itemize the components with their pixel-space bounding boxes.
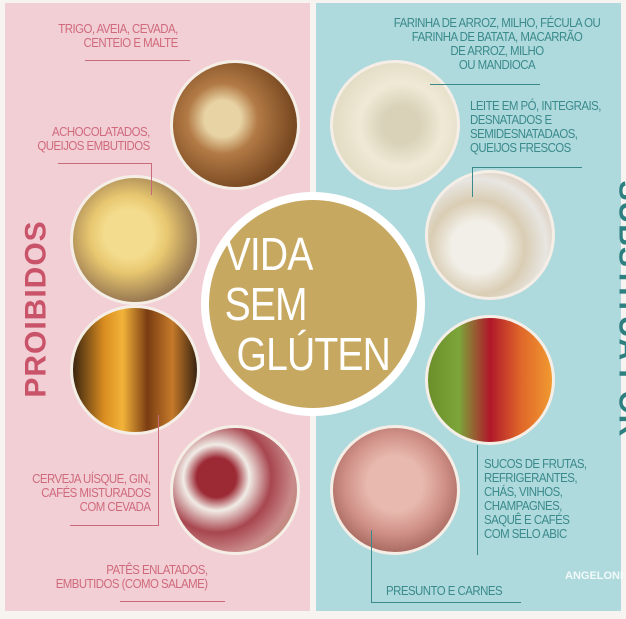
forbidden-heading: PROIBIDOS <box>19 220 53 398</box>
rice-noodles-image <box>330 60 460 190</box>
leader-line <box>371 602 521 603</box>
forbidden-label-dairy: ACHOCOLATADOS, QUEIJOS EMBUTIDOS <box>37 124 151 153</box>
leader-line <box>472 167 582 168</box>
leader-line <box>70 525 159 526</box>
leader-line <box>151 163 152 195</box>
milk-powder-image <box>425 170 555 300</box>
substitute-label-drinks: SUCOS DE FRUTAS, REFRIGERANTES, CHÁS, VI… <box>484 456 587 541</box>
substitute-heading: SUBSTITUA POR <box>612 180 626 438</box>
substitute-label-meats: PRESUNTO E CARNES <box>386 583 503 598</box>
leader-line <box>120 601 225 602</box>
substitute-label-flours: FARINHA DE ARROZ, MILHO, FÉCULA OU FARIN… <box>393 15 601 72</box>
juices-image <box>425 315 555 445</box>
beer-image <box>70 305 200 435</box>
title-line-2: GLÚTEN <box>236 328 390 380</box>
leader-line <box>158 415 159 525</box>
forbidden-label-drinks: CERVEJA UÍSQUE, GIN, CAFÉS MISTURADOS CO… <box>31 471 151 514</box>
forbidden-label-processed: PATÊS ENLATADOS, EMBUTIDOS (COMO SALAME) <box>56 562 208 591</box>
title-badge: VIDA SEM GLÚTEN <box>201 192 425 416</box>
leader-line <box>477 445 478 555</box>
salami-image <box>170 425 300 555</box>
forbidden-label-grains: TRIGO, AVEIA, CEVADA, CENTEIO E MALTE <box>58 21 179 50</box>
cheese-image <box>70 175 200 305</box>
substitute-label-milk: LEITE EM PÓ, INTEGRAIS, DESNATADOS E SEM… <box>470 98 601 155</box>
leader-line <box>85 60 190 61</box>
leader-line <box>58 163 152 164</box>
leader-line <box>472 167 473 197</box>
brand-logo: ANGELONI <box>565 570 624 582</box>
ham-image <box>330 425 460 555</box>
leader-line <box>430 84 540 85</box>
title-line-1: VIDA SEM <box>224 228 312 330</box>
leader-line <box>371 530 372 602</box>
bread-wheat-image <box>170 60 300 190</box>
